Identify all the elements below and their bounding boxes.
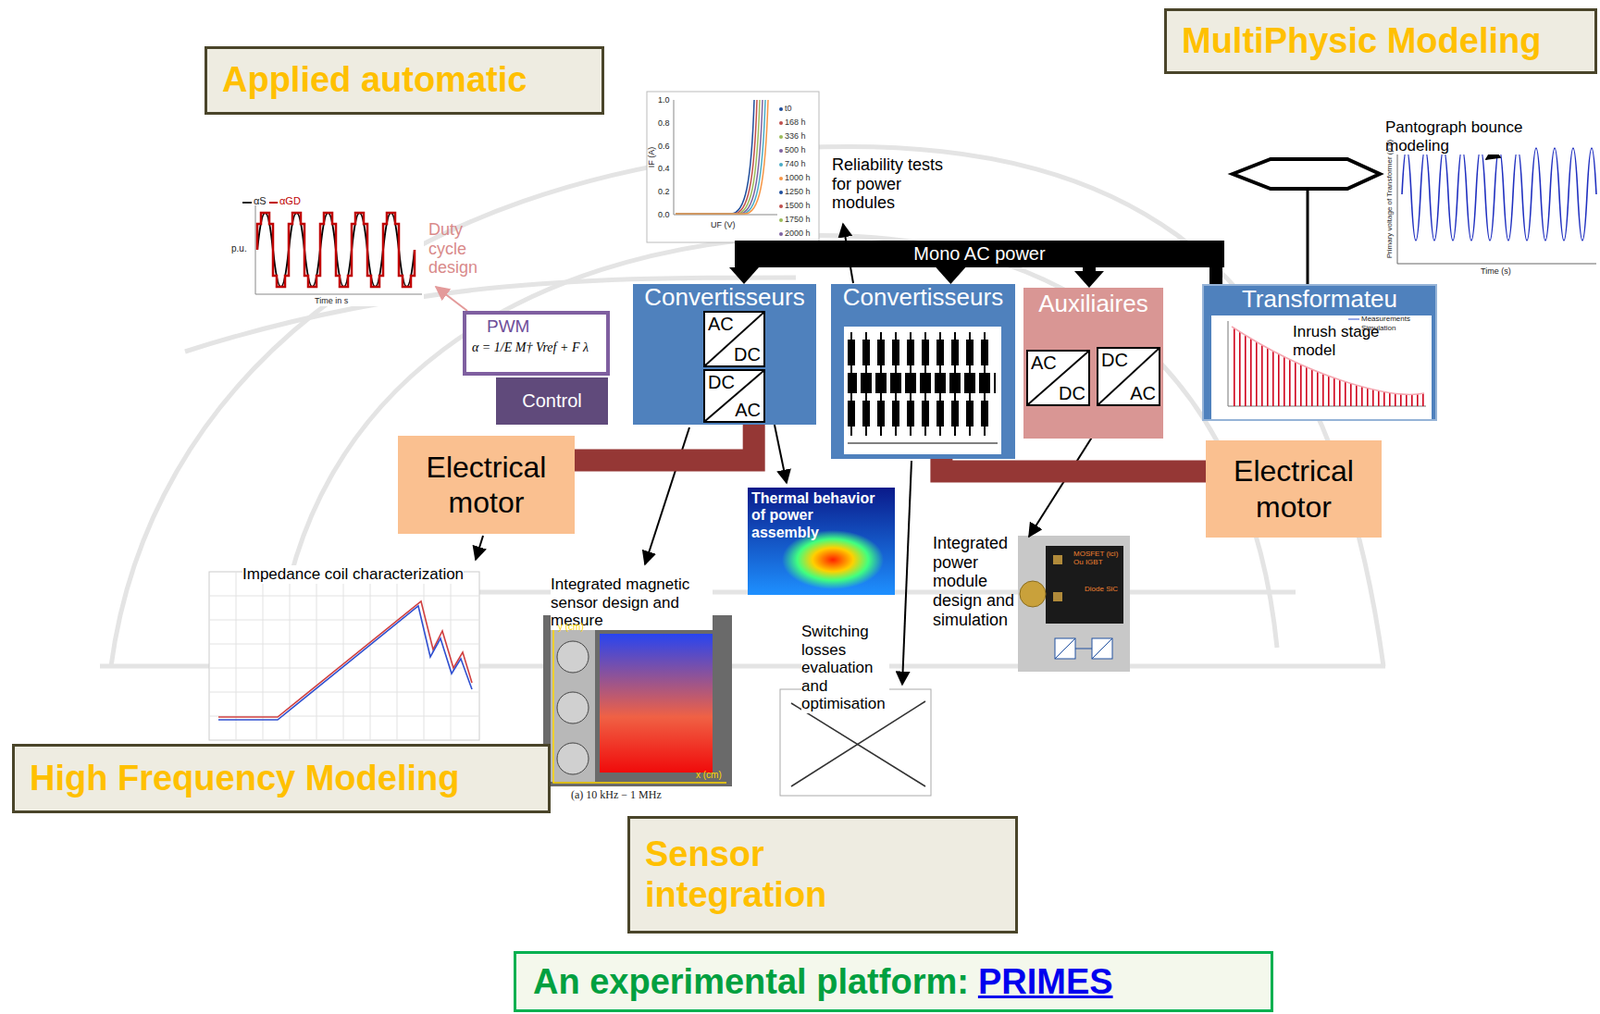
title-box: MultiPhysic Modeling: [1164, 8, 1598, 75]
node-text: AC: [707, 314, 734, 334]
arrow-head: [1074, 271, 1104, 288]
node-text: Sensor integration: [644, 834, 886, 916]
sub-box: ACDC: [1026, 349, 1091, 407]
title-box: Sensor integration: [627, 816, 1018, 934]
node-text: AC: [1030, 353, 1057, 373]
node-text: Transformateu: [1203, 285, 1436, 314]
label-text: αS: [253, 195, 267, 208]
connector: [941, 458, 1206, 472]
label-text: Pantograph bounce modeling: [1385, 118, 1525, 155]
sub-box: AC DC: [703, 310, 766, 368]
node-text: Convertisseurs: [632, 284, 817, 311]
node-text: Mono AC power: [913, 243, 1045, 265]
node-text: DC: [733, 345, 761, 364]
connector-line: [1209, 266, 1223, 285]
label-text: Impedance coil characterization: [242, 565, 464, 584]
node-text: Control: [521, 390, 582, 412]
node-text: AC: [734, 400, 761, 420]
label-text: 1250 h: [784, 186, 811, 197]
label-text: y (cm): [558, 621, 584, 633]
label-text: Primary voltage of Transformer (p.u): [1385, 139, 1394, 259]
label-text: Simulation: [1361, 323, 1396, 333]
connector: [1215, 266, 1217, 285]
title-box: High Frequency Modeling: [12, 744, 551, 814]
label-text: Thermal behavior of power assembly: [751, 490, 881, 542]
label-text: Duty cycle design: [428, 220, 486, 278]
connector: [574, 424, 755, 461]
arrow-head: [935, 267, 966, 285]
label-text: 0.0: [657, 210, 670, 220]
conv-box: Convertisseurs: [831, 284, 1016, 459]
label-text: 1.0: [657, 95, 670, 105]
node-text: Electrical motor: [397, 449, 575, 521]
label-text: Switching losses evaluation and optimisa…: [801, 622, 890, 714]
aux-box: AuxiliairesACDCDCAC: [1023, 287, 1164, 439]
node-text: MultiPhysic Modeling: [1181, 21, 1541, 63]
label-text: Time (s): [1480, 266, 1512, 276]
primes-box: An experimental platform:PRIMES: [513, 951, 1274, 1013]
label-text: IF (A): [646, 147, 657, 169]
label-text: Reliability tests for power modules: [831, 155, 962, 213]
label-text: Measurements: [1361, 314, 1411, 323]
label-text: MOSFET (ici) Ou IGBT: [1073, 549, 1122, 567]
label-text: 2000 h: [784, 228, 811, 238]
label-text: 740 h: [784, 159, 807, 169]
label-text: 336 h: [784, 131, 807, 141]
motor-box: Electrical motor: [397, 435, 575, 534]
pwm-box: PWM α = 1/E M† Vref + F λ: [462, 310, 610, 376]
power-module-photo: [1017, 408, 1130, 672]
connector: [1074, 266, 1104, 288]
label-text: UF (V): [710, 220, 736, 230]
label-text: (a) 10 kHz − 1 MHz: [570, 789, 662, 803]
label-text: 1750 h: [784, 214, 811, 224]
node-text: Electrical motor: [1205, 453, 1382, 525]
conv-box: ConvertisseursAC DC DC AC: [632, 284, 817, 425]
node-text: AC: [1129, 384, 1156, 403]
node-text: High Frequency Modeling: [29, 758, 459, 800]
title-box: Applied automatic: [204, 46, 605, 115]
node-text: Auxiliaires: [1023, 290, 1164, 318]
label-text: Integrated power module design and simul…: [932, 533, 1017, 630]
label-text: 0.2: [657, 186, 670, 197]
label-text: p.u.: [231, 243, 248, 255]
label-text: αGD: [279, 195, 301, 208]
node-text: Applied automatic: [222, 60, 527, 101]
sub-box: DCAC: [1096, 347, 1161, 407]
label-text: 0.6: [657, 141, 670, 151]
impedance-chart: [209, 535, 484, 741]
sub-box: DC AC: [703, 369, 766, 423]
node-text: Convertisseurs: [831, 284, 1016, 311]
node-text: α = 1/E M† Vref + F λ: [471, 340, 601, 356]
node-text: DC: [707, 372, 735, 392]
connector-line: [574, 424, 755, 461]
trans-box: TransformateuInrush stage model: [1202, 284, 1438, 422]
label-text: 1500 h: [784, 200, 811, 211]
node-text: DC: [1101, 350, 1129, 370]
label-text: 0.8: [657, 118, 670, 128]
label-text: 500 h: [784, 145, 807, 155]
connector: [729, 266, 759, 285]
bar-box: Mono AC power: [734, 240, 1225, 268]
node-text: PRIMES: [978, 962, 1114, 1003]
label-text: 1000 h: [784, 173, 811, 183]
control-box: Control: [496, 377, 608, 425]
connector-line: [941, 458, 1206, 472]
label-text: Diode SiC: [1084, 584, 1118, 594]
label-text: t0: [784, 103, 793, 113]
label-text: Integrated magnetic sensor design and me…: [550, 575, 713, 631]
label-text: x (cm): [695, 769, 722, 782]
node-text: DC: [1058, 384, 1086, 403]
multilevel-waveform: [843, 326, 1002, 455]
arrow-head: [729, 267, 759, 285]
label-text: 0.4: [657, 163, 670, 174]
node-text: An experimental platform:: [533, 962, 969, 1003]
motor-box: Electrical motor: [1205, 440, 1382, 538]
connector: [935, 266, 966, 285]
node-text: PWM: [471, 316, 601, 337]
label-text: 168 h: [784, 117, 807, 127]
label-text: Time in s: [314, 296, 348, 306]
